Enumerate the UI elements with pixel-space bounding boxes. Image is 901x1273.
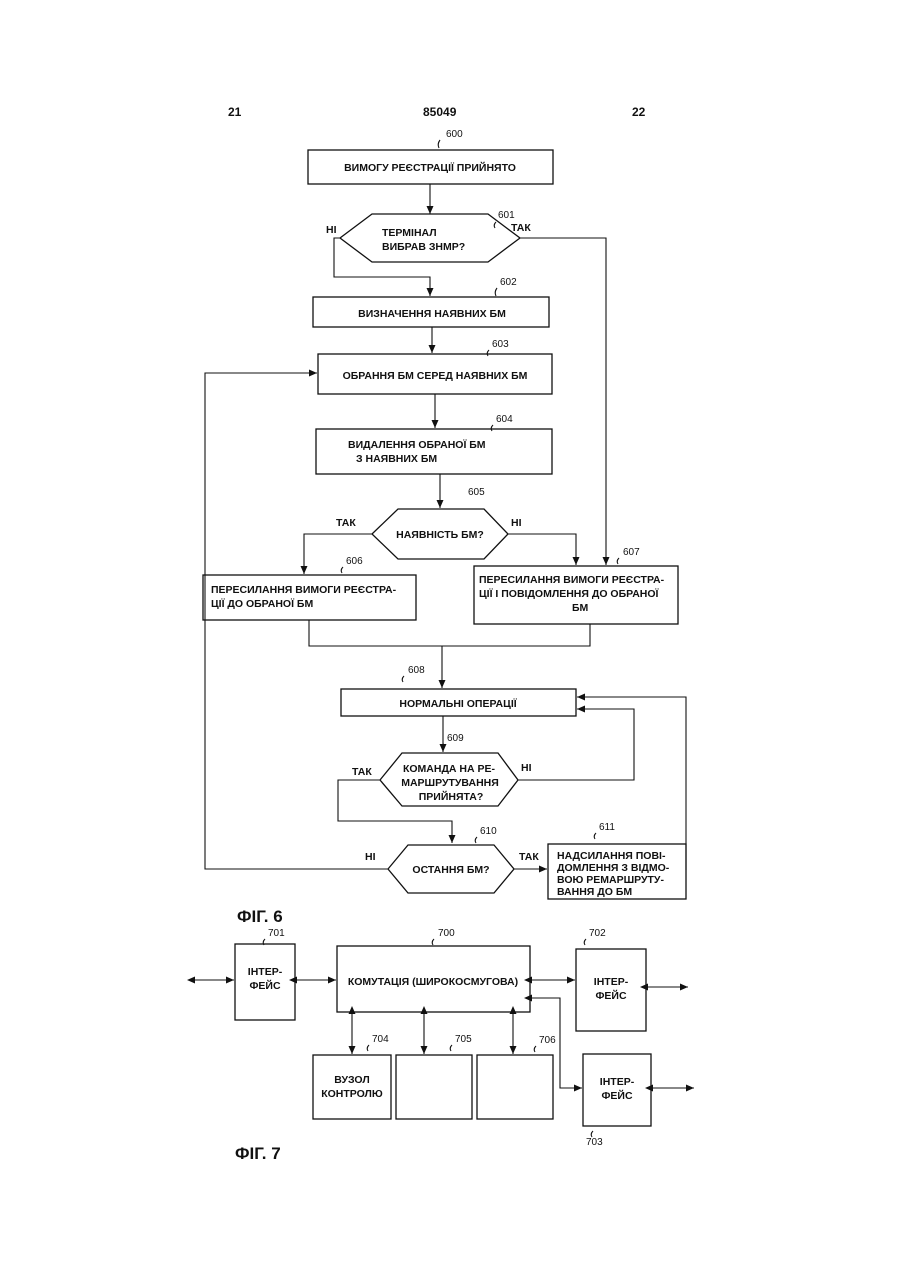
block-701-line-2: ФЕЙС xyxy=(249,979,281,992)
step-607-line-3: БМ xyxy=(572,602,589,614)
branch-609-yes: ТАК xyxy=(352,766,372,778)
block-701: ІНТЕР- ФЕЙС 701 xyxy=(235,928,295,1020)
block-703-ref: 703 xyxy=(586,1137,603,1148)
decision-610-label: ОСТАННЯ БМ? xyxy=(412,864,489,876)
step-611: НАДСИЛАННЯ ПОВІ- ДОМЛЕННЯ З ВІДМО- ВОЮ Р… xyxy=(548,822,686,899)
step-603-ref: 603 xyxy=(492,339,509,350)
decision-609-line-3: ПРИЙНЯТА? xyxy=(419,790,484,803)
step-603-label: ОБРАННЯ БМ СЕРЕД НАЯВНИХ БМ xyxy=(343,370,528,382)
step-602-label: ВИЗНАЧЕННЯ НАЯВНИХ БМ xyxy=(358,308,506,320)
fig7-caption: ФІГ. 7 xyxy=(235,1144,281,1163)
step-602: ВИЗНАЧЕННЯ НАЯВНИХ БМ 602 xyxy=(313,277,549,327)
step-607-line-2: ЦІЇ І ПОВІДОМЛЕННЯ ДО ОБРАНОЇ xyxy=(479,587,660,600)
decision-609-line-2: МАРШРУТУВАННЯ xyxy=(401,777,499,789)
step-606-line-2: ЦІЇ ДО ОБРАНОЇ БМ xyxy=(211,597,313,610)
branch-601-yes: ТАК xyxy=(511,222,531,234)
step-604: ВИДАЛЕННЯ ОБРАНОЇ БМ З НАЯВНИХ БМ 604 xyxy=(316,414,552,474)
step-604-ref: 604 xyxy=(496,414,513,425)
block-701-ref: 701 xyxy=(268,928,285,939)
block-704-ref: 704 xyxy=(372,1034,389,1045)
branch-610-no: НІ xyxy=(365,851,376,863)
flowchart-fig6: ВИМОГУ РЕЄСТРАЦІЇ ПРИЙНЯТО 600 ТЕРМІНАЛ … xyxy=(203,129,686,926)
step-608: НОРМАЛЬНІ ОПЕРАЦІЇ 608 xyxy=(341,665,576,716)
block-703: ІНТЕР- ФЕЙС 703 xyxy=(583,1054,651,1148)
step-611-line-1: НАДСИЛАННЯ ПОВІ- xyxy=(557,850,666,862)
step-606-line-1: ПЕРЕСИЛАННЯ ВИМОГИ РЕЄСТРА- xyxy=(211,584,397,596)
decision-610-ref: 610 xyxy=(480,826,497,837)
block-704-line-2: КОНТРОЛЮ xyxy=(321,1088,383,1100)
step-604-line-1: ВИДАЛЕННЯ ОБРАНОЇ БМ xyxy=(348,438,486,451)
block-704-line-1: ВУЗОЛ xyxy=(334,1074,369,1086)
step-611-ref: 611 xyxy=(599,822,615,833)
step-608-label: НОРМАЛЬНІ ОПЕРАЦІЇ xyxy=(399,697,517,710)
step-604-line-2: З НАЯВНИХ БМ xyxy=(356,453,437,465)
block-702-line-2: ФЕЙС xyxy=(595,989,627,1002)
block-705-ref: 705 xyxy=(455,1034,472,1045)
branch-601-no: НІ xyxy=(326,224,337,236)
page-number-left: 21 xyxy=(228,105,242,119)
decision-609-line-1: КОМАНДА НА РЕ- xyxy=(403,763,496,775)
block-706-ref: 706 xyxy=(539,1035,556,1046)
step-600-label: ВИМОГУ РЕЄСТРАЦІЇ ПРИЙНЯТО xyxy=(344,161,516,174)
step-607-ref: 607 xyxy=(623,547,640,558)
branch-605-yes: ТАК xyxy=(336,517,356,529)
step-611-line-4: ВАННЯ ДО БМ xyxy=(557,886,632,898)
block-703-line-1: ІНТЕР- xyxy=(600,1076,635,1088)
decision-609-ref: 609 xyxy=(447,733,464,744)
block-705: 705 xyxy=(396,1034,472,1119)
block-701-line-1: ІНТЕР- xyxy=(248,966,283,978)
branch-609-no: НІ xyxy=(521,762,532,774)
decision-601-line-2: ВИБРАВ ЗНМР? xyxy=(382,241,465,253)
branch-610-yes: ТАК xyxy=(519,851,539,863)
step-606: ПЕРЕСИЛАННЯ ВИМОГИ РЕЄСТРА- ЦІЇ ДО ОБРАН… xyxy=(203,556,416,620)
decision-605-ref: 605 xyxy=(468,487,485,498)
block-703-line-2: ФЕЙС xyxy=(601,1089,633,1102)
block-700-ref: 700 xyxy=(438,928,455,939)
branch-605-no: НІ xyxy=(511,517,522,529)
block-702: ІНТЕР- ФЕЙС 702 xyxy=(576,928,646,1031)
block-706: 706 xyxy=(477,1035,556,1119)
step-611-line-2: ДОМЛЕННЯ З ВІДМО- xyxy=(557,862,670,874)
document-number: 85049 xyxy=(423,105,457,119)
step-602-ref: 602 xyxy=(500,277,517,288)
step-608-ref: 608 xyxy=(408,665,425,676)
block-700-label: КОМУТАЦІЯ (ШИРОКОСМУГОВА) xyxy=(348,976,518,988)
step-606-ref: 606 xyxy=(346,556,363,567)
decision-610: ОСТАННЯ БМ? 610 xyxy=(388,826,514,893)
decision-601: ТЕРМІНАЛ ВИБРАВ ЗНМР? 601 xyxy=(340,210,520,262)
step-600: ВИМОГУ РЕЄСТРАЦІЇ ПРИЙНЯТО 600 xyxy=(308,129,553,184)
fig6-caption: ФІГ. 6 xyxy=(237,907,283,926)
step-611-line-3: ВОЮ РЕМАРШРУТУ- xyxy=(557,874,664,886)
step-600-ref: 600 xyxy=(446,129,463,140)
step-603: ОБРАННЯ БМ СЕРЕД НАЯВНИХ БМ 603 xyxy=(318,339,552,394)
block-702-line-1: ІНТЕР- xyxy=(594,976,629,988)
decision-601-line-1: ТЕРМІНАЛ xyxy=(382,227,437,239)
decision-601-ref: 601 xyxy=(498,210,515,221)
decision-605-label: НАЯВНІСТЬ БМ? xyxy=(396,529,484,541)
page-number-right: 22 xyxy=(632,105,646,119)
decision-609: КОМАНДА НА РЕ- МАРШРУТУВАННЯ ПРИЙНЯТА? 6… xyxy=(380,733,518,806)
block-700: КОМУТАЦІЯ (ШИРОКОСМУГОВА) 700 xyxy=(337,928,530,1012)
step-607-line-1: ПЕРЕСИЛАННЯ ВИМОГИ РЕЄСТРА- xyxy=(479,574,665,586)
block-702-ref: 702 xyxy=(589,928,606,939)
block-diagram-fig7: КОМУТАЦІЯ (ШИРОКОСМУГОВА) 700 ІНТЕР- ФЕЙ… xyxy=(194,928,694,1163)
